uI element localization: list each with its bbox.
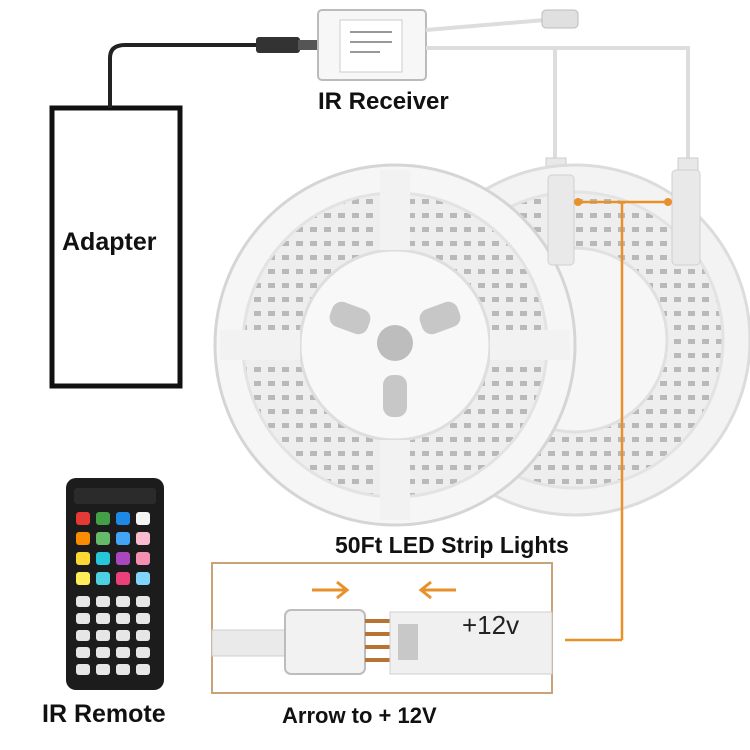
remote-color-button — [136, 532, 150, 545]
remote-color-button — [76, 532, 90, 545]
reel-center — [377, 325, 413, 361]
remote-color-buttons — [76, 512, 150, 585]
adapter-label: Adapter — [62, 228, 157, 256]
remote-control-button — [136, 596, 150, 607]
remote-color-button — [116, 572, 130, 585]
remote-color-button — [116, 532, 130, 545]
remote-color-button — [76, 552, 90, 565]
reel-front-strip-end — [547, 174, 575, 266]
adapter-box — [49, 105, 183, 389]
remote-control-button — [76, 664, 90, 675]
connector-pins — [365, 619, 391, 662]
remote-control-button — [136, 647, 150, 658]
remote-control-button — [136, 630, 150, 641]
remote-control-button — [96, 664, 110, 675]
remote-control-button — [76, 596, 90, 607]
dc-plug — [256, 37, 300, 53]
remote-control-button — [96, 647, 110, 658]
connector-cable — [211, 629, 288, 657]
remote-control-button — [76, 630, 90, 641]
voltage-mark-label: +12v — [462, 610, 520, 640]
receiver-wire — [425, 18, 546, 32]
remote-color-button — [136, 572, 150, 585]
remote-color-button — [136, 552, 150, 565]
ir-receiver-label — [339, 19, 403, 73]
adapter-cable — [108, 43, 258, 108]
remote-color-button — [76, 572, 90, 585]
remote-control-button — [96, 613, 110, 624]
hub-window — [419, 301, 461, 335]
remote-control-button — [96, 630, 110, 641]
remote-control-button — [136, 664, 150, 675]
indicator-dot — [664, 198, 672, 206]
remote-color-button — [136, 512, 150, 525]
ir-receiver-label-text: IR Receiver — [318, 88, 449, 115]
reel-spoke — [220, 330, 300, 360]
remote-control-button — [76, 613, 90, 624]
remote-control-button — [116, 664, 130, 675]
remote-control-button — [96, 596, 110, 607]
dc-plug-tip — [298, 40, 320, 50]
receiver-eye-connector — [541, 9, 579, 29]
hub-window — [329, 301, 371, 335]
remote-color-button — [96, 572, 110, 585]
remote-color-button — [96, 512, 110, 525]
reel-spoke — [380, 440, 410, 520]
connector-plug — [284, 609, 366, 675]
remote-control-button — [116, 613, 130, 624]
remote-control-button — [136, 613, 150, 624]
indicator-dot — [574, 198, 582, 206]
hub-window — [383, 375, 407, 417]
strip-lights-label: 50Ft LED Strip Lights — [335, 532, 569, 558]
splitter-wire-2 — [555, 46, 690, 160]
reel-back-strip-end — [671, 169, 701, 266]
reel-spoke — [380, 170, 410, 250]
remote-color-button — [96, 552, 110, 565]
remote-control-button — [116, 647, 130, 658]
reel-spoke — [490, 330, 570, 360]
remote-control-button — [116, 596, 130, 607]
remote-color-button — [76, 512, 90, 525]
remote-top-row — [74, 488, 156, 504]
arrow-left-icon — [418, 580, 456, 600]
remote-color-button — [116, 512, 130, 525]
arrow-note-label: Arrow to + 12V — [282, 703, 437, 728]
remote-color-button — [96, 532, 110, 545]
arrow-right-icon — [312, 580, 350, 600]
remote-color-button — [116, 552, 130, 565]
strip-led-chip — [398, 624, 418, 660]
plus-12v-indicator-lines — [565, 200, 668, 642]
ir-remote-label: IR Remote — [42, 700, 166, 728]
remote-control-buttons — [76, 596, 150, 675]
remote-control-button — [76, 647, 90, 658]
remote-control-button — [116, 630, 130, 641]
